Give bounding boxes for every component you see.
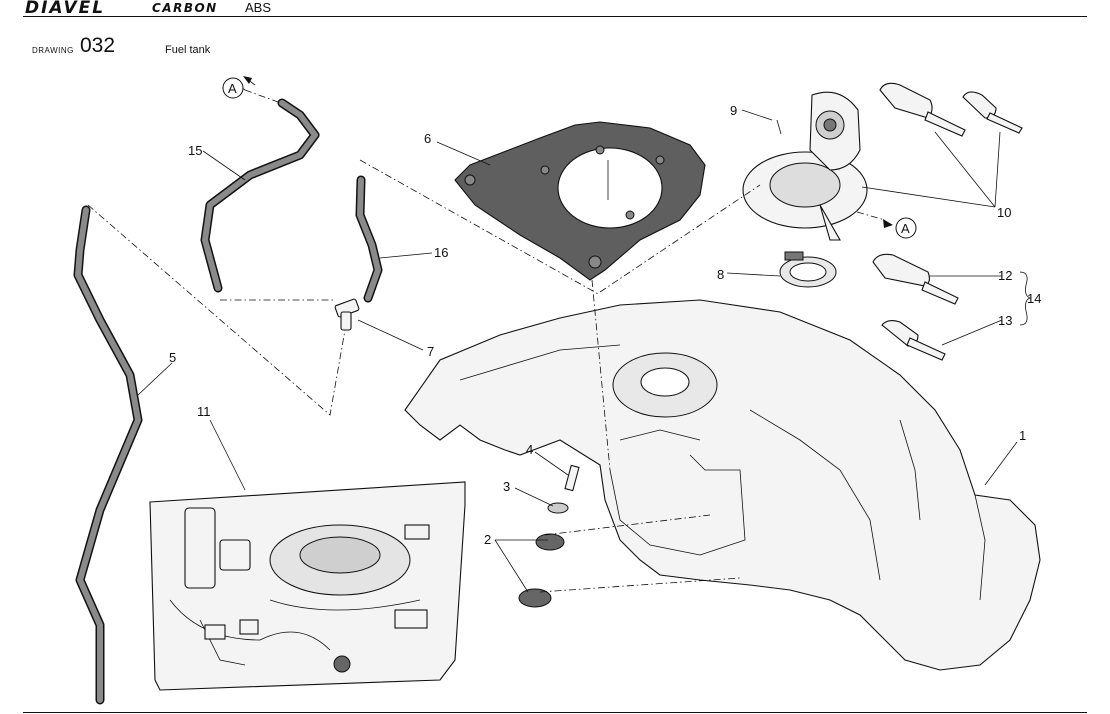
reference-marker-label: A (228, 81, 237, 96)
callout-6: 6 (424, 131, 431, 146)
hose-part-15 (200, 98, 320, 293)
callout-13: 13 (998, 313, 1012, 328)
brand-name: DIAVEL (25, 0, 106, 18)
callout-5: 5 (169, 350, 176, 365)
cover-plate-part-6 (454, 121, 706, 281)
rubber-mount-part-2 (518, 533, 565, 608)
drawing-label: DRAWING (32, 46, 74, 55)
callout-8: 8 (717, 267, 724, 282)
fuel-tank-part-1 (404, 299, 1041, 671)
key-part-12 (872, 253, 959, 305)
drawing-title: Fuel tank (165, 44, 211, 56)
model-variant: ABS (245, 0, 272, 15)
bolt-part-4 (564, 464, 580, 492)
reference-marker-label: A (901, 221, 910, 236)
callout-16: 16 (434, 245, 448, 260)
fuel-pump-panel-part-11 (149, 481, 466, 691)
model-name: CARBON (152, 1, 218, 15)
drawing-number: 032 (80, 34, 116, 57)
reference-marker-a-2: A (895, 217, 917, 239)
callout-14: 14 (1027, 291, 1041, 306)
reference-marker-a-1: A (222, 77, 244, 99)
hose-part-16 (355, 175, 383, 303)
callout-11: 11 (197, 404, 211, 419)
key-part-13 (881, 319, 946, 361)
callout-10: 10 (997, 205, 1011, 220)
keys-part-10 (879, 82, 1023, 137)
header: DIAVEL CARBON ABS (0, 0, 1110, 18)
callout-2: 2 (484, 532, 491, 547)
t-fitting-part-7 (334, 298, 360, 331)
callout-7: 7 (427, 344, 434, 359)
callout-1: 1 (1019, 428, 1026, 443)
callout-9: 9 (730, 103, 737, 118)
filler-cap-assembly (742, 91, 886, 241)
callout-15: 15 (188, 143, 202, 158)
callout-4: 4 (526, 442, 533, 457)
spacer-part-3 (547, 502, 569, 514)
callout-12: 12 (998, 268, 1012, 283)
gasket-part-8 (779, 251, 837, 288)
callout-3: 3 (503, 479, 510, 494)
hose-part-5 (73, 205, 143, 705)
footer-rule (23, 712, 1087, 713)
header-rule (23, 16, 1087, 17)
